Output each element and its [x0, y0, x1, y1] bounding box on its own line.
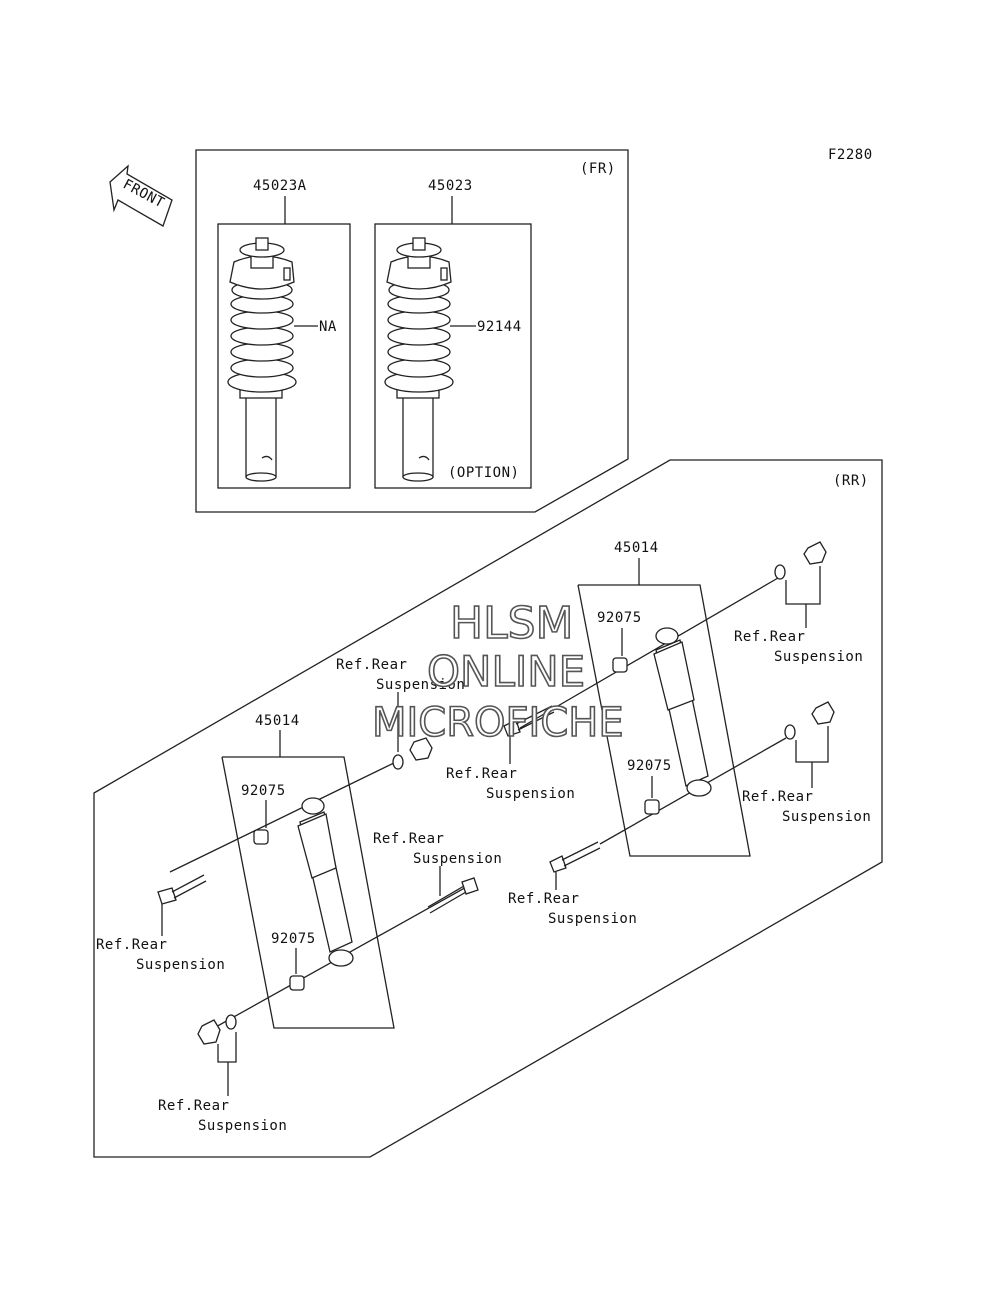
svg-text:Ref.Rear: Ref.Rear — [446, 766, 517, 782]
watermark: HLSM ONLINE MICROFICHE — [371, 597, 624, 747]
ref-rear-suspension-label-b: Ref.Rear Suspension — [373, 831, 502, 867]
svg-text:Suspension: Suspension — [198, 1118, 287, 1134]
rear-left-bushing-top-label: 92075 — [241, 783, 286, 799]
rear-left-bottom-bushing — [289, 975, 305, 991]
watermark-line-3: MICROFICHE — [372, 700, 624, 746]
front-section: (FR) 45023A NA — [195, 149, 629, 513]
ref-rear-suspension-label-c: Ref.Rear Suspension — [96, 937, 225, 973]
watermark-line-2: ONLINE — [427, 647, 585, 696]
ref-rear-suspension-label-g: Ref.Rear Suspension — [734, 629, 863, 665]
svg-text:Ref.Rear: Ref.Rear — [96, 937, 167, 953]
front-left-callout: NA — [319, 319, 337, 335]
front-right-option-note: (OPTION) — [448, 465, 519, 481]
front-right-part-number: 45023 — [428, 178, 473, 194]
ref-rear-suspension-label-d: Ref.Rear Suspension — [158, 1098, 287, 1134]
rear-left-upper-bolt — [157, 874, 207, 905]
rear-left-bushing-bottom-label: 92075 — [271, 931, 316, 947]
rear-right-upper-nut — [803, 541, 827, 565]
rear-right-part-number: 45014 — [614, 540, 659, 556]
rear-left-group-box — [221, 756, 395, 1029]
ref-rear-suspension-label-h: Ref.Rear Suspension — [742, 789, 871, 825]
front-shock-45023 — [384, 237, 454, 482]
rear-left-lower-nut — [197, 1019, 221, 1045]
rear-left-upper-nut — [409, 737, 433, 761]
svg-text:Suspension: Suspension — [136, 957, 225, 973]
rear-section-tag: (RR) — [833, 473, 869, 489]
rear-shock-right — [653, 627, 712, 797]
figure-code: F2280 — [828, 147, 873, 163]
svg-text:Ref.Rear: Ref.Rear — [158, 1098, 229, 1114]
rear-left-upper-washer — [392, 754, 404, 770]
ref-rear-suspension-label-a: Ref.Rear Suspension — [336, 657, 465, 693]
rear-right-bushing-bottom-label: 92075 — [627, 758, 672, 774]
rear-right-lower-bolt — [549, 841, 601, 873]
rear-section: (RR) 45014 92075 92075 — [93, 459, 883, 1158]
front-shock-45023a — [227, 237, 297, 482]
svg-text:Ref.Rear: Ref.Rear — [734, 629, 805, 645]
rear-right-upper-bolt — [503, 705, 555, 737]
rear-right-group-box — [577, 584, 751, 857]
ref-rear-suspension-label-f: Ref.Rear Suspension — [508, 891, 637, 927]
rear-left-part-number: 45014 — [255, 713, 300, 729]
svg-text:Suspension: Suspension — [486, 786, 575, 802]
front-section-tag: (FR) — [580, 161, 616, 177]
svg-text:Ref.Rear: Ref.Rear — [373, 831, 444, 847]
rear-right-upper-washer — [774, 564, 786, 580]
svg-text:Ref.Rear: Ref.Rear — [742, 789, 813, 805]
svg-text:Suspension: Suspension — [782, 809, 871, 825]
front-right-callout: 92144 — [477, 319, 522, 335]
svg-text:Ref.Rear: Ref.Rear — [336, 657, 407, 673]
rear-left-top-bushing — [253, 829, 269, 845]
front-right-unit-box — [374, 223, 532, 489]
rear-shock-left — [297, 797, 354, 967]
svg-text:Suspension: Suspension — [413, 851, 502, 867]
svg-text:Ref.Rear: Ref.Rear — [508, 891, 579, 907]
rear-right-bottom-bushing — [644, 799, 660, 815]
svg-text:Suspension: Suspension — [774, 649, 863, 665]
rear-right-bushing-top-label: 92075 — [597, 610, 642, 626]
rear-left-lower-washer — [225, 1014, 237, 1030]
front-arrow-icon: FRONT — [109, 164, 173, 227]
rear-right-lower-washer — [784, 724, 796, 740]
front-left-part-number: 45023A — [253, 178, 307, 194]
watermark-line-1: HLSM — [450, 598, 574, 649]
rear-right-lower-nut — [811, 701, 835, 725]
ref-rear-suspension-label-e: Ref.Rear Suspension — [446, 766, 575, 802]
svg-text:Suspension: Suspension — [376, 677, 465, 693]
rear-right-top-bushing — [612, 657, 628, 673]
rear-left-lower-bolt — [427, 877, 479, 914]
front-left-unit-box — [217, 223, 351, 489]
svg-text:Suspension: Suspension — [548, 911, 637, 927]
